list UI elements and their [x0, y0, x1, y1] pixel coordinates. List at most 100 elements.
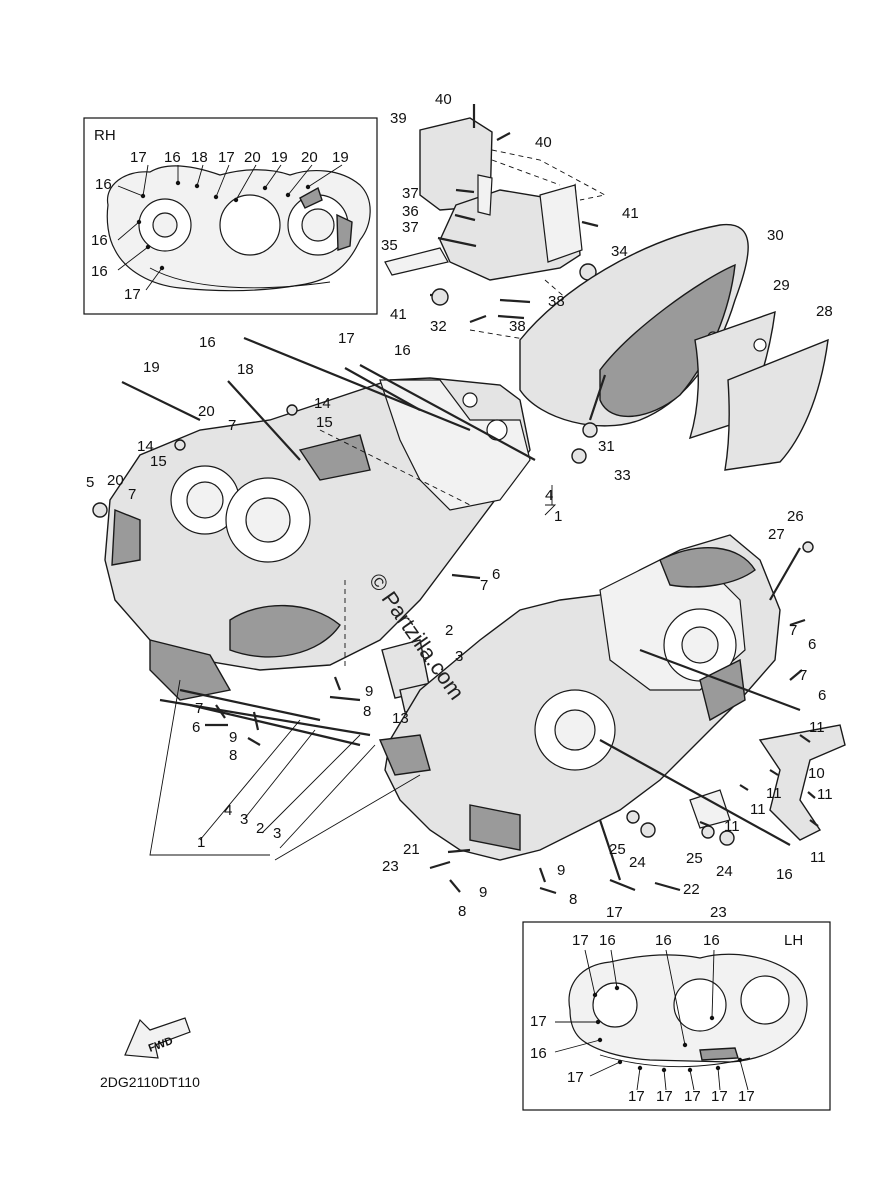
callout-28: 28	[816, 303, 833, 320]
rh-callout-17: 17	[124, 286, 141, 303]
panel-28	[724, 338, 829, 471]
rh-callout-17: 17	[218, 149, 235, 166]
callout-40: 40	[535, 134, 552, 151]
callout-13: 13	[392, 710, 409, 727]
callout-6: 6	[492, 566, 500, 583]
callout-2: 2	[256, 820, 264, 837]
callout-7: 7	[128, 486, 136, 503]
callout-21: 21	[403, 841, 420, 858]
callout-37: 37	[402, 219, 419, 236]
callout-11: 11	[766, 785, 782, 802]
callout-2: 2	[445, 622, 453, 639]
callout-5: 5	[86, 474, 94, 491]
callout-9: 9	[365, 683, 373, 700]
callout-40: 40	[435, 91, 452, 108]
rh-callout-16: 16	[164, 149, 181, 166]
callout-32: 32	[430, 318, 447, 335]
callout-7: 7	[195, 700, 203, 717]
lh-callout-17: 17	[628, 1088, 645, 1105]
callout-8: 8	[363, 703, 371, 720]
rh-callout-19: 19	[332, 149, 349, 166]
callout-29: 29	[773, 277, 790, 294]
lh-inset-title: LH	[784, 932, 803, 949]
callout-30: 30	[767, 227, 784, 244]
rh-callout-18: 18	[191, 149, 208, 166]
callout-25: 25	[686, 850, 703, 867]
side-covers	[519, 223, 829, 471]
callout-19: 19	[143, 359, 160, 376]
lh-leaders	[554, 949, 749, 1091]
callout-23: 23	[382, 858, 399, 875]
lh-callout-17: 17	[572, 932, 589, 949]
callout-15: 15	[316, 414, 333, 431]
main-callouts: 40 39 40 37 36 37 41 35 34 30 41 32 38 3…	[86, 91, 833, 921]
rh-callout-16: 16	[95, 176, 112, 193]
lh-callout-17: 17	[656, 1088, 673, 1105]
callout-18: 18	[237, 361, 254, 378]
callout-9: 9	[229, 729, 237, 746]
callout-39: 39	[390, 110, 407, 127]
rh-callout-20: 20	[244, 149, 261, 166]
rh-callout-17: 17	[130, 149, 147, 166]
callout-24: 24	[629, 854, 646, 871]
lh-callout-17: 17	[684, 1088, 701, 1105]
callout-7: 7	[799, 667, 807, 684]
callout-36: 36	[402, 203, 419, 220]
crankcase-right-half	[104, 377, 531, 701]
callout-3: 3	[455, 648, 463, 665]
callout-23: 23	[710, 904, 727, 921]
callout-11: 11	[750, 801, 766, 818]
plate-35	[384, 247, 449, 276]
callout-6: 6	[192, 719, 200, 736]
callout-6: 6	[818, 687, 826, 704]
rh-crankcase-outline	[106, 165, 371, 292]
rh-inset: RH	[83, 117, 378, 315]
lh-inset: LH	[522, 921, 831, 1111]
callout-11: 11	[817, 786, 833, 803]
lh-callout-17: 17	[530, 1013, 547, 1030]
callout-9: 9	[557, 862, 565, 879]
callout-38: 38	[548, 293, 565, 310]
lh-callout-16: 16	[599, 932, 616, 949]
fwd-arrow: FWD	[124, 1017, 191, 1059]
callout-17: 17	[606, 904, 623, 921]
grommet-41	[431, 288, 449, 306]
callout-15: 15	[150, 453, 167, 470]
callout-3: 3	[273, 825, 281, 842]
assembly-leaders	[149, 485, 557, 861]
callout-25: 25	[609, 841, 626, 858]
lh-callout-17: 17	[738, 1088, 755, 1105]
lh-callout-16: 16	[703, 932, 720, 949]
callout-4: 4	[224, 802, 232, 819]
through-bolts-lower	[429, 541, 819, 895]
callout-11: 11	[809, 719, 825, 736]
crankcase-left-half	[378, 534, 781, 861]
callout-16: 16	[776, 866, 793, 883]
callout-7: 7	[228, 417, 236, 434]
callout-34: 34	[611, 243, 628, 260]
rh-inset-frame	[83, 117, 378, 315]
lh-callout-17: 17	[711, 1088, 728, 1105]
callout-1: 1	[197, 834, 205, 851]
callout-33: 33	[614, 467, 631, 484]
callout-31: 31	[598, 438, 615, 455]
lh-bolt-dots	[592, 985, 743, 1073]
lh-inset-frame	[522, 921, 831, 1111]
callout-38: 38	[509, 318, 526, 335]
bracket-10	[689, 724, 846, 841]
callout-9: 9	[479, 884, 487, 901]
callout-27: 27	[768, 526, 785, 543]
callout-8: 8	[569, 891, 577, 908]
rh-leaders	[117, 164, 343, 291]
callout-8: 8	[458, 903, 466, 920]
rh-callout-20: 20	[301, 149, 318, 166]
callout-7: 7	[480, 577, 488, 594]
callout-24: 24	[716, 863, 733, 880]
callout-41: 41	[390, 306, 407, 323]
lh-callout-16: 16	[530, 1045, 547, 1062]
callout-3: 3	[240, 811, 248, 828]
lh-callout-17: 17	[567, 1069, 584, 1086]
callout-17: 17	[338, 330, 355, 347]
diagram-code: 2DG2110DT110	[100, 1074, 200, 1090]
